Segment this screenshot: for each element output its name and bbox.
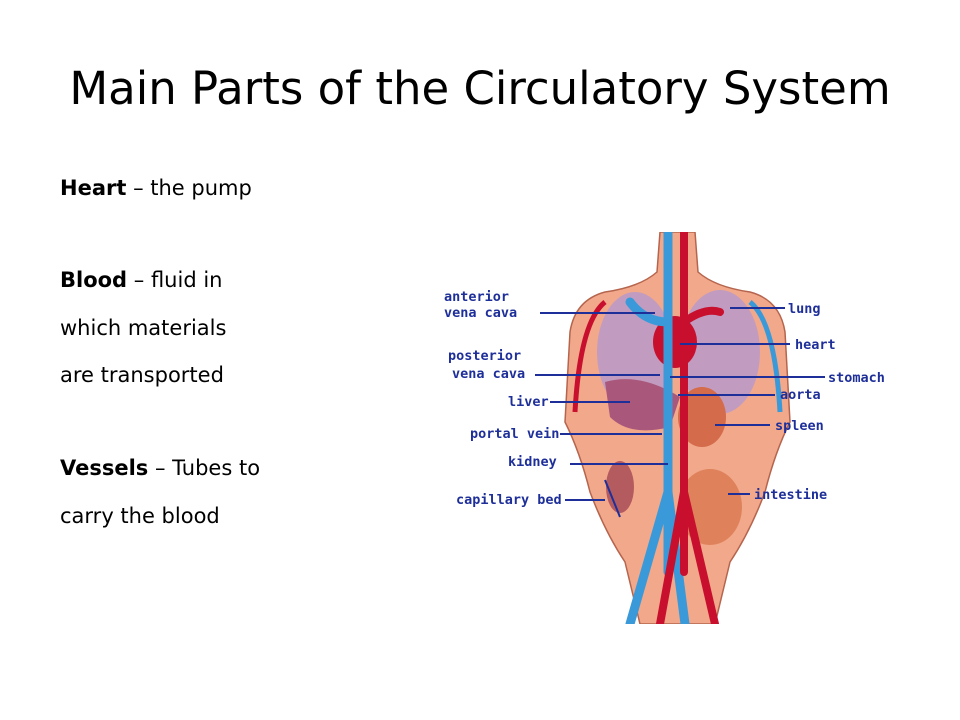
right-lung (680, 290, 760, 414)
stomach (678, 387, 726, 447)
heart-line: Heart – the pump (60, 178, 252, 199)
heart-term: Heart (60, 176, 127, 200)
label-anterior-vena-cava: vena cava (444, 305, 517, 321)
label-capillary-bed: capillary bed (456, 492, 562, 508)
blood-line: Blood – fluid in (60, 270, 222, 291)
vessels-line-2: carry the blood (60, 506, 220, 527)
blood-line-3: are transported (60, 365, 224, 386)
slide-title: Main Parts of the Circulatory System (69, 62, 891, 115)
label-aorta: aorta (780, 387, 821, 403)
vessels-line: Vessels – Tubes to (60, 458, 260, 479)
heart-desc: – the pump (126, 176, 252, 200)
aorta (656, 232, 724, 624)
vessels-desc-2: carry the blood (60, 504, 220, 528)
arm-vessels-left (572, 300, 607, 413)
label-posterior: posterior (448, 348, 521, 364)
label-spleen: spleen (775, 418, 824, 434)
label-portal-vein: portal vein (470, 426, 559, 442)
label-liver: liver (508, 394, 549, 410)
label-intestine: intestine (754, 487, 827, 503)
blood-line-2: which materials (60, 318, 226, 339)
label-lung: lung (788, 301, 821, 317)
liver (605, 379, 680, 431)
blood-desc: – fluid in (127, 268, 223, 292)
vessels-desc: – Tubes to (148, 456, 261, 480)
circulatory-diagram: anterior vena cava posterior vena cava l… (444, 232, 885, 624)
label-anterior: anterior (444, 289, 509, 305)
blood-term: Blood (60, 268, 128, 292)
label-kidney: kidney (508, 454, 557, 470)
blood-desc-3: are transported (60, 363, 224, 387)
label-heart: heart (795, 337, 836, 353)
label-posterior-vena-cava: vena cava (452, 366, 525, 382)
label-stomach: stomach (828, 370, 885, 386)
vena-cava (625, 232, 690, 624)
capillary-bed (606, 461, 634, 513)
vessels-term: Vessels (60, 456, 149, 480)
blood-desc-2: which materials (60, 316, 227, 340)
